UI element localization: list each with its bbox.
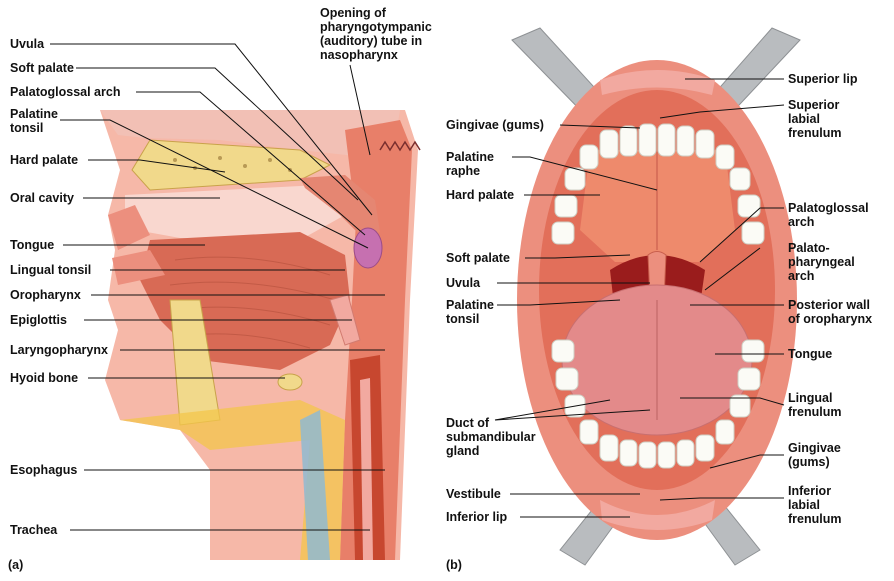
inferior-lip-shape bbox=[600, 500, 715, 530]
label-lingual-tonsil-a: Lingual tonsil bbox=[10, 263, 92, 277]
label-inferior-lip-b: Inferior lip bbox=[446, 510, 508, 524]
label-superior-lip-b: Superior lip bbox=[788, 72, 858, 86]
label-laryngopharynx-a: Laryngopharynx bbox=[10, 343, 108, 357]
label-tongue-b: Tongue bbox=[788, 347, 833, 361]
label-lingual-frenulum-b: Lingual frenulum bbox=[788, 391, 842, 419]
label-inferior-frenulum-b: Inferior labial frenulum bbox=[788, 484, 842, 526]
label-hard-palate-a: Hard palate bbox=[10, 153, 79, 167]
label-uvula-a: Uvula bbox=[10, 37, 45, 51]
hard-palate-bone bbox=[131, 139, 332, 191]
label-hard-palate-b: Hard palate bbox=[446, 188, 515, 202]
label-soft-palate-b: Soft palate bbox=[446, 251, 510, 265]
label-epiglottis-a: Epiglottis bbox=[10, 313, 67, 327]
label-posterior-wall-b: Posterior wall of oropharynx bbox=[788, 298, 873, 326]
label-palatopharyngeal-arch-b: Palato- pharyngeal arch bbox=[788, 241, 855, 283]
trachea-cartilage bbox=[300, 410, 330, 560]
label-superior-frenulum-b: Superior labial frenulum bbox=[788, 98, 842, 140]
label-palatine-tonsil-b: Palatine tonsil bbox=[446, 298, 494, 326]
lower-lip bbox=[112, 250, 165, 285]
panel-tag-b: (b) bbox=[446, 558, 462, 572]
superior-lip-shape bbox=[600, 70, 715, 95]
label-gingivae-top-b: Gingivae (gums) bbox=[446, 118, 544, 132]
upper-lip bbox=[108, 205, 150, 250]
label-trachea-a: Trachea bbox=[10, 523, 58, 537]
oral-cavity-space bbox=[125, 185, 345, 240]
esophagus-lumen bbox=[360, 378, 373, 560]
label-oral-cavity-a: Oral cavity bbox=[10, 191, 74, 205]
label-pharyngotympanic-a: Opening of pharyngotympanic (auditory) t… bbox=[320, 6, 432, 62]
label-duct-b: Duct of submandibular gland bbox=[446, 416, 536, 458]
label-gingivae-bottom-b: Gingivae (gums) bbox=[788, 441, 841, 469]
label-esophagus-a: Esophagus bbox=[10, 463, 78, 477]
label-palatoglossal-arch-a: Palatoglossal arch bbox=[10, 85, 121, 99]
label-soft-palate-a: Soft palate bbox=[10, 61, 74, 75]
label-vestibule-b: Vestibule bbox=[446, 487, 501, 501]
label-tongue-a: Tongue bbox=[10, 238, 55, 252]
pharynx-ridge bbox=[379, 140, 421, 152]
label-palatine-tonsil-a: Palatine tonsil bbox=[10, 107, 58, 135]
panel-tag-a: (a) bbox=[8, 558, 24, 572]
upper-teeth bbox=[551, 123, 765, 245]
label-uvula-b: Uvula bbox=[446, 276, 481, 290]
lower-teeth bbox=[551, 339, 765, 469]
label-palatoglossal-arch-b: Palatoglossal arch bbox=[788, 201, 869, 229]
label-oropharynx-a: Oropharynx bbox=[10, 288, 81, 302]
label-hyoid-bone-a: Hyoid bone bbox=[10, 371, 79, 385]
neck-fat bbox=[120, 400, 345, 560]
label-palatine-raphe-b: Palatine raphe bbox=[446, 150, 494, 178]
soft-palate bbox=[300, 175, 380, 240]
